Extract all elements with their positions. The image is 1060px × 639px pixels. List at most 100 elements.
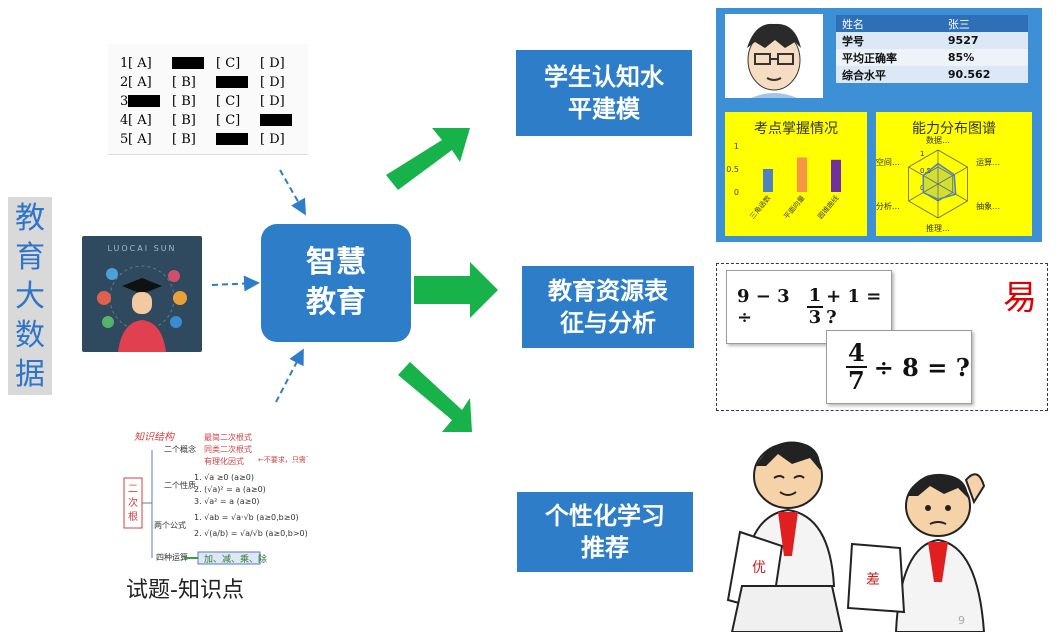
choice-bubble: [ B] (172, 112, 196, 128)
eq-post: ÷ 8 = ? (873, 352, 970, 382)
center-line2: 教育 (306, 285, 366, 320)
dashed-arrow-photo (211, 275, 260, 292)
label-char: 大 (15, 278, 45, 314)
equation-easy-1: 9 − 3 ÷ 1 3 + 1 = ? (726, 270, 892, 344)
mindmap-caption: 试题-知识点 (126, 578, 244, 603)
choice-bubble: [ A] (128, 112, 152, 128)
category-label: 三角函数 (748, 194, 773, 221)
denominator: 7 (848, 366, 865, 395)
mindmap-text: 根 (128, 510, 138, 523)
dashed-arrow-sheet (279, 169, 306, 216)
profile-key: 平均正确率 (842, 51, 897, 65)
filled-bubble (216, 132, 260, 146)
sheet-row-number: 4 (120, 112, 129, 128)
numerator: 4 (846, 338, 867, 368)
radar-axis-label: 抽象… (976, 201, 1000, 211)
photo-caption: LUOCAI SUN (107, 244, 177, 253)
mindmap-text: 二个概念 (164, 444, 196, 454)
eq-pre: 9 − 3 ÷ (737, 286, 790, 328)
mindmap-text: 1. √a ≥0 (a≥0) (194, 473, 254, 482)
radar-tick-label: 0.5 (920, 167, 931, 175)
label-char: 数 (15, 317, 45, 353)
ability-radar-chart: 数据…运算…抽象…推理…分析…空间…10.50 (876, 135, 1000, 233)
choice-bubble: [ D] (260, 131, 285, 147)
mastery-bar-chart: 10.50三角函数平面向量圆锥曲线 (726, 142, 841, 221)
choice-bubble: [ D] (260, 74, 285, 90)
radar-tick-label: 1 (920, 150, 924, 158)
choice-bubble: [ B] (172, 131, 196, 147)
students-cartoon: 优 差 9 (726, 441, 986, 632)
dashed-arrow-mindmap (275, 348, 304, 403)
box-line: 推荐 (581, 534, 629, 562)
profile-value: 9527 (947, 34, 979, 47)
profile-row: 平均正确率 85% (836, 49, 1028, 66)
choice-bubble: [ A] (128, 74, 152, 90)
choice-bubble: [ D] (260, 93, 285, 109)
svg-text:优: 优 (752, 560, 766, 576)
sheet-row: 4[ A] [ B] [ C] (120, 111, 304, 129)
mindmap-text: 2. (√a)² = a (a≥0) (194, 485, 266, 494)
choice-bubble: [ C] (216, 112, 241, 128)
cognitive-modeling-box: 学生认知水 平建模 (516, 50, 692, 136)
choice-bubble: [ A] (128, 131, 152, 147)
mindmap-text: 1. √ab = √a·√b (a≥0,b≥0) (194, 513, 299, 522)
mindmap-text: 知识结构 (134, 431, 176, 443)
equation-easy-2: 4 7 ÷ 8 = ? (826, 330, 972, 404)
profile-row: 综合水平 90.562 (836, 66, 1028, 83)
filled-bubble (260, 113, 304, 127)
box-line: 平建模 (568, 95, 640, 123)
mindmap-text: 3. √a² = a (a≥0) (194, 497, 260, 506)
radar-axis (937, 183, 968, 202)
sheet-row: 2[ A] [ B] [ D] (120, 73, 304, 91)
box-line: 教育资源表 (548, 277, 668, 305)
profile-key: 综合水平 (842, 68, 886, 82)
filled-bubble (128, 94, 172, 108)
avatar-face-icon (747, 23, 801, 98)
radar-tick-label: 0 (920, 184, 924, 192)
graduate-illustration (97, 265, 187, 352)
radar-axis-label: 推理… (926, 223, 950, 233)
box-line: 学生认知水 (544, 63, 664, 91)
sheet-row: 1[ A][ C][ D] (120, 54, 304, 72)
mindmap-text: 两个公式 (154, 520, 186, 530)
bar (831, 159, 841, 192)
sheet-row-number: 2 (120, 74, 129, 90)
green-arrow-down (398, 362, 472, 432)
svg-text:差: 差 (866, 572, 880, 588)
filled-bubble (216, 75, 260, 89)
chart-title: 能力分布图谱 (912, 121, 996, 137)
radar-axis (937, 166, 968, 185)
choice-bubble: [ A] (128, 55, 152, 71)
fraction: 1 3 (806, 286, 824, 328)
bar (797, 157, 807, 192)
y-tick-label: 1 (734, 142, 739, 151)
knowledge-mindmap: 知识结构 二 次 根 二个概念 二个性质 两个公式 四种运算 最简二次根式 同类… (123, 431, 308, 565)
profile-row: 姓名 张三 (836, 15, 1028, 32)
choice-bubble: [ B] (172, 93, 196, 109)
mindmap-text: 二 (128, 484, 138, 495)
mindmap-text: 2. √(a/b) = √a/√b (a≥0,b>0) (194, 529, 308, 538)
mindmap-text: 四种运算 (156, 552, 188, 562)
box-line: 征与分析 (560, 309, 656, 337)
mindmap-text: 有理化因式 (204, 456, 244, 466)
mindmap-text: 次 (128, 496, 138, 509)
profile-table: 姓名 张三 学号 9527 平均正确率 85% 综合水平 90.562 (836, 15, 1028, 83)
personalized-recommendation-box: 个性化学习 推荐 (517, 492, 693, 572)
category-label: 圆锥曲线 (816, 194, 841, 221)
profile-value: 85% (947, 51, 975, 64)
choice-bubble: [ B] (172, 74, 196, 90)
education-big-data-label: 教 育 大 数 据 (8, 197, 52, 395)
sheet-row-number: 1 (120, 55, 129, 71)
filled-bubble (172, 56, 216, 70)
svg-text:9: 9 (958, 614, 965, 627)
profile-value: 张三 (947, 17, 970, 31)
center-line1: 智慧 (306, 245, 366, 280)
sheet-row: 3[ B][ C][ D] (120, 92, 304, 110)
answer-sheet-image: 1[ A][ C][ D]2[ A][ B][ D]3[ B][ C][ D]4… (108, 44, 308, 155)
resource-analysis-box: 教育资源表 征与分析 (522, 266, 694, 348)
green-arrow-right (414, 262, 498, 318)
bar (763, 169, 773, 192)
